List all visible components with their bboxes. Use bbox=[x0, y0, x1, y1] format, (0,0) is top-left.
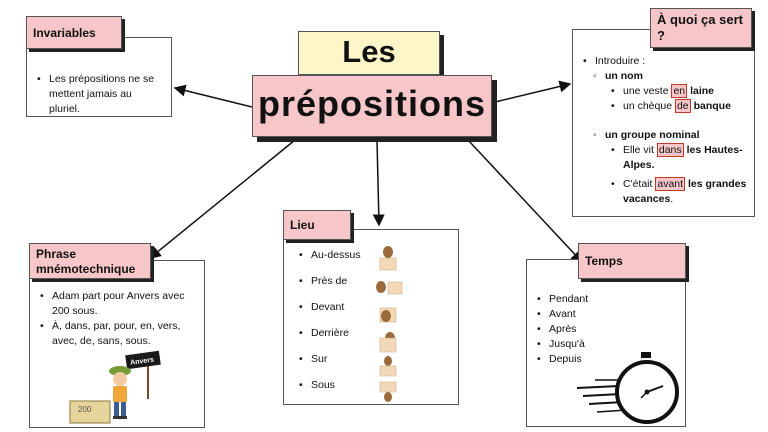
a-quoi-heading-text: À quoi ça sert ? bbox=[657, 12, 743, 43]
temps-item-5: Depuis bbox=[537, 352, 657, 367]
lieu-label-6: Sous bbox=[311, 379, 335, 391]
ex4-pre: C'était bbox=[623, 178, 653, 190]
temps-heading-text: Temps bbox=[585, 254, 623, 268]
banknote bbox=[69, 400, 111, 424]
temps-item-1: Pendant bbox=[537, 292, 657, 307]
a-quoi-heading: À quoi ça sert ? bbox=[650, 8, 752, 48]
example-2: un chèque de banque bbox=[611, 99, 751, 114]
invariables-item: Les prépositions ne se mettent jamais au… bbox=[37, 72, 165, 117]
invariables-box: Les prépositions ne se mettent jamais au… bbox=[26, 37, 172, 117]
phrase-box: Adam part pour Anvers avec 200 sous. À, … bbox=[29, 260, 205, 428]
temps-item-3: Après bbox=[537, 322, 657, 337]
ex3-pre: Elle vit bbox=[623, 144, 654, 156]
lieu-item-6: Sous bbox=[299, 378, 449, 404]
phrase-item-1: Adam part pour Anvers avec 200 sous. bbox=[40, 289, 200, 319]
title-line-1: Les bbox=[342, 34, 396, 69]
arrow-to-phrase bbox=[148, 139, 296, 259]
temps-heading: Temps bbox=[578, 243, 686, 279]
ex1-post: laine bbox=[690, 85, 715, 97]
lieu-item-3: Devant bbox=[299, 300, 449, 326]
temps-item-2: Avant bbox=[537, 307, 657, 322]
example-1: une veste en laine bbox=[611, 84, 751, 99]
lieu-label-1: Au-dessus bbox=[311, 249, 361, 261]
child-with-sign-illustration: 200 Anvers bbox=[69, 350, 161, 424]
title-line-2: prépositions bbox=[257, 83, 487, 124]
ex2-pre: un chèque bbox=[623, 100, 673, 112]
arrow-to-temps bbox=[467, 139, 584, 264]
ex3-prep: dans bbox=[656, 143, 684, 157]
title-top: Les bbox=[298, 31, 440, 75]
lieu-label-2: Près de bbox=[311, 275, 348, 287]
lieu-item-4: Derrière bbox=[299, 326, 449, 352]
ex4-end: . bbox=[670, 193, 674, 205]
lieu-item-2: Près de bbox=[299, 274, 449, 300]
example-4: C'était avant les grandes vacances. bbox=[611, 177, 751, 207]
lieu-item-5: Sur bbox=[299, 352, 449, 378]
lieu-label-3: Devant bbox=[311, 301, 345, 313]
phrase-heading: Phrase mnémotechnique bbox=[29, 243, 151, 279]
lieu-label-4: Derrière bbox=[311, 327, 349, 339]
arrow-to-invariables bbox=[173, 84, 253, 108]
nom-text: un nom bbox=[605, 70, 643, 82]
lieu-heading: Lieu bbox=[283, 210, 351, 240]
stopwatch-icon bbox=[576, 352, 679, 424]
ex4-post: les grandes vacances bbox=[623, 178, 747, 205]
ex1-prep: en bbox=[671, 84, 688, 98]
example-3: Elle vit dans les Hautes-Alpes. bbox=[611, 143, 751, 173]
lieu-heading-text: Lieu bbox=[290, 218, 315, 232]
lieu-box: Au-dessus Près de Devant Derrière Sur So… bbox=[283, 229, 459, 405]
a-quoi-box: Introduire : un nom une veste en laine u… bbox=[572, 29, 755, 217]
groupe-line: un groupe nominal bbox=[593, 128, 751, 143]
arrow-to-lieu bbox=[372, 139, 385, 227]
invariables-heading: Invariables bbox=[26, 16, 122, 49]
temps-item-4: Jusqu'à bbox=[537, 337, 657, 352]
lieu-label-5: Sur bbox=[311, 353, 328, 365]
intro-line: Introduire : bbox=[583, 54, 751, 69]
intro-text: Introduire : bbox=[595, 55, 646, 67]
owl-position-icons bbox=[376, 246, 403, 402]
groupe-text: un groupe nominal bbox=[605, 129, 700, 141]
invariables-heading-text: Invariables bbox=[33, 26, 96, 40]
temps-box: Pendant Avant Après Jusqu'à Depuis bbox=[526, 259, 686, 427]
phrase-item-2: À, dans, par, pour, en, vers, avec, de, … bbox=[40, 319, 200, 349]
sign-board bbox=[125, 350, 161, 370]
title-main: prépositions bbox=[252, 75, 492, 137]
nom-line: un nom bbox=[593, 69, 751, 84]
ex2-prep: de bbox=[674, 99, 691, 113]
lieu-item-1: Au-dessus bbox=[299, 248, 449, 274]
ex2-post: banque bbox=[693, 100, 731, 112]
ex1-pre: une veste bbox=[623, 85, 669, 97]
ex3-post: les Hautes-Alpes. bbox=[623, 144, 743, 171]
sign-text: Anvers bbox=[130, 357, 155, 367]
banknote-value: 200 bbox=[78, 405, 92, 414]
arrow-to-a-quoi bbox=[494, 80, 572, 103]
ex4-prep: avant bbox=[655, 177, 686, 191]
phrase-heading-text: Phrase mnémotechnique bbox=[36, 247, 136, 276]
